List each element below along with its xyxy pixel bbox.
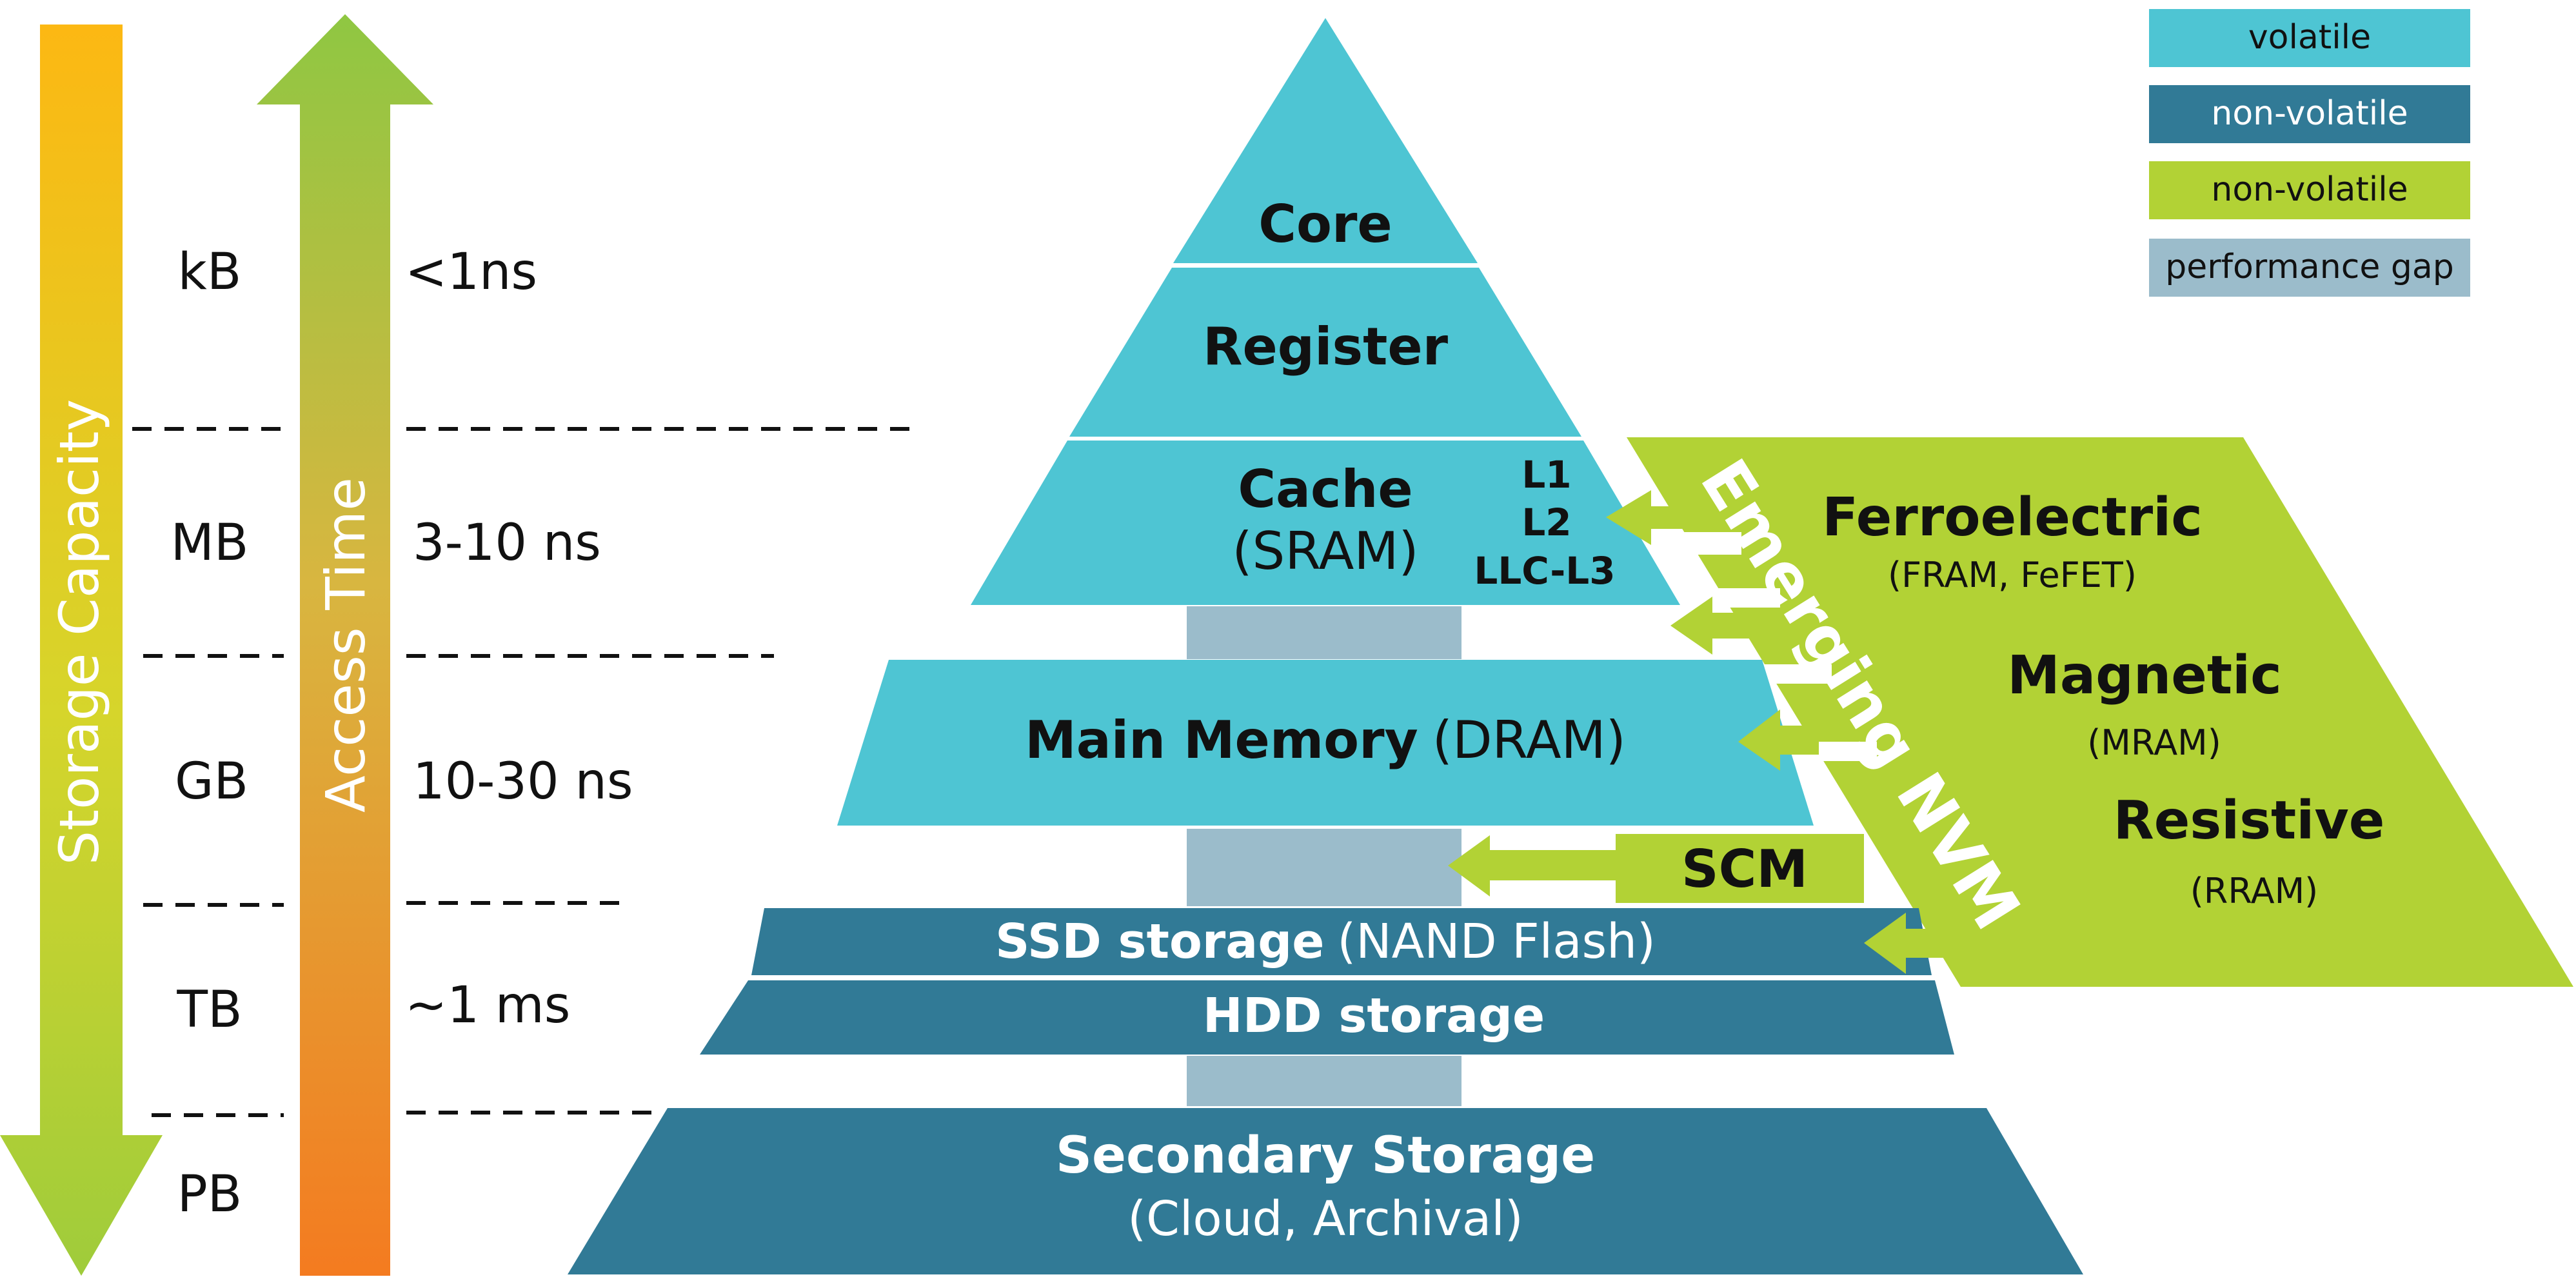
ssd-label: SSD storage(NAND Flash) — [995, 914, 1656, 969]
arrow-to-ssd — [1864, 913, 1964, 974]
layer-secondary — [568, 1108, 2083, 1274]
legend-swatch-volatile — [2149, 9, 2470, 67]
emerging-nvm-panel — [1627, 437, 2573, 987]
storage-capacity-label: Storage Capacity — [48, 399, 111, 865]
layer-ssd — [751, 908, 1932, 975]
performance-gap-hdd-secondary — [1187, 1056, 1461, 1106]
cache-l1-label: L1 — [1521, 453, 1571, 497]
legend-swatch-non-volatile-green — [2149, 161, 2470, 219]
layer-core — [1173, 18, 1478, 263]
pyramid-labels: Core Register Cache (SRAM) L1 L2 LLC-L3 … — [995, 194, 1656, 1247]
ssd-sub: (NAND Flash) — [1337, 914, 1656, 969]
capacity-kb: kB — [178, 243, 242, 301]
access-time-label: Access Time — [314, 477, 377, 813]
hdd-label: HDD storage — [1203, 988, 1545, 1044]
nvm-arrows — [1448, 490, 1964, 974]
dashed-separators — [132, 427, 922, 1117]
access-10-30ns: 10-30 ns — [413, 753, 633, 811]
arrow-to-cache-lower — [1670, 597, 1754, 655]
nvm-types: Ferroelectric (FRAM, FeFET) Magnetic (MR… — [1822, 487, 2384, 911]
arrow-scm — [1448, 834, 1864, 903]
legend-swatch-performance-gap — [2149, 239, 2470, 297]
capacity-pb: PB — [177, 1165, 243, 1224]
cache-llc-label: LLC-L3 — [1474, 549, 1615, 593]
scm-label: SCM — [1681, 839, 1808, 899]
performance-gap-cache-dram — [1187, 606, 1461, 659]
ssd-name: SSD storage — [995, 914, 1324, 969]
performance-gap-dram-ssd — [1187, 829, 1461, 906]
cache-label: Cache — [1238, 459, 1412, 519]
layer-main-memory — [837, 660, 1814, 826]
cache-l2-label: L2 — [1521, 500, 1571, 544]
secondary-label: Secondary Storage — [1056, 1127, 1595, 1185]
core-label: Core — [1258, 194, 1392, 254]
capacity-mb: MB — [171, 514, 249, 572]
pyramid — [568, 18, 2083, 1274]
resistive-sub-label: (RRAM) — [2190, 871, 2319, 911]
capacity-gb: GB — [175, 753, 248, 811]
scale-labels: kB <1ns MB 3-10 ns GB 10-30 ns TB ~1 ms … — [171, 243, 633, 1224]
access-lt1ns: <1ns — [405, 243, 537, 301]
layer-hdd — [700, 980, 1954, 1055]
access-1ms: ~1 ms — [405, 976, 570, 1035]
storage-capacity-arrow — [0, 25, 163, 1276]
legend-swatch-non-volatile-blue — [2149, 85, 2470, 143]
legend: volatile non-volatile non-volatile perfo… — [2149, 9, 2470, 297]
main-memory-label: Main Memory(DRAM) — [1025, 710, 1626, 770]
arrow-to-cache — [1606, 490, 1690, 545]
layer-cache — [971, 441, 1680, 605]
arrow-to-main-memory — [1738, 709, 1819, 771]
main-memory-name: Main Memory — [1025, 710, 1418, 770]
legend-label-performance-gap: performance gap — [2165, 248, 2453, 286]
legend-label-volatile: volatile — [2248, 18, 2371, 57]
magnetic-label: Magnetic — [2007, 645, 2282, 706]
access-time-arrow — [257, 14, 433, 1276]
ferroelectric-sub-label: (FRAM, FeFET) — [1888, 555, 2137, 595]
cache-sram-label: (SRAM) — [1232, 521, 1418, 581]
secondary-sub-label: (Cloud, Archival) — [1127, 1191, 1523, 1247]
legend-label-non-volatile-blue: non-volatile — [2211, 94, 2408, 133]
magnetic-sub-label: (MRAM) — [2087, 722, 2221, 763]
capacity-tb: TB — [176, 981, 242, 1039]
legend-label-non-volatile-green: non-volatile — [2211, 170, 2408, 209]
access-3-10ns: 3-10 ns — [413, 514, 601, 572]
main-memory-sub: (DRAM) — [1432, 710, 1626, 770]
ferroelectric-label: Ferroelectric — [1822, 487, 2203, 548]
resistive-label: Resistive — [2114, 790, 2385, 851]
register-label: Register — [1203, 317, 1449, 377]
layer-register — [1069, 268, 1581, 437]
performance-gaps — [1187, 606, 1461, 1106]
